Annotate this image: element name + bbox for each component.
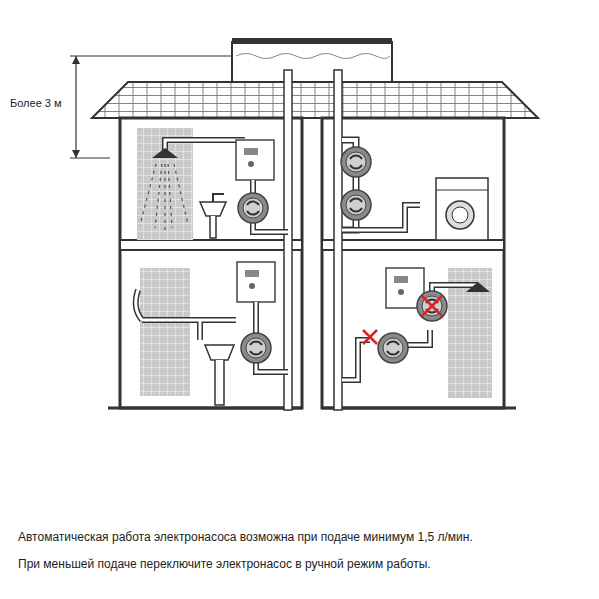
dimension-label: Более 3 м <box>10 96 72 110</box>
note-text: При меньшей подаче переключите электрона… <box>18 557 588 573</box>
note-text: Автоматическая работа электронасоса возм… <box>18 530 588 546</box>
